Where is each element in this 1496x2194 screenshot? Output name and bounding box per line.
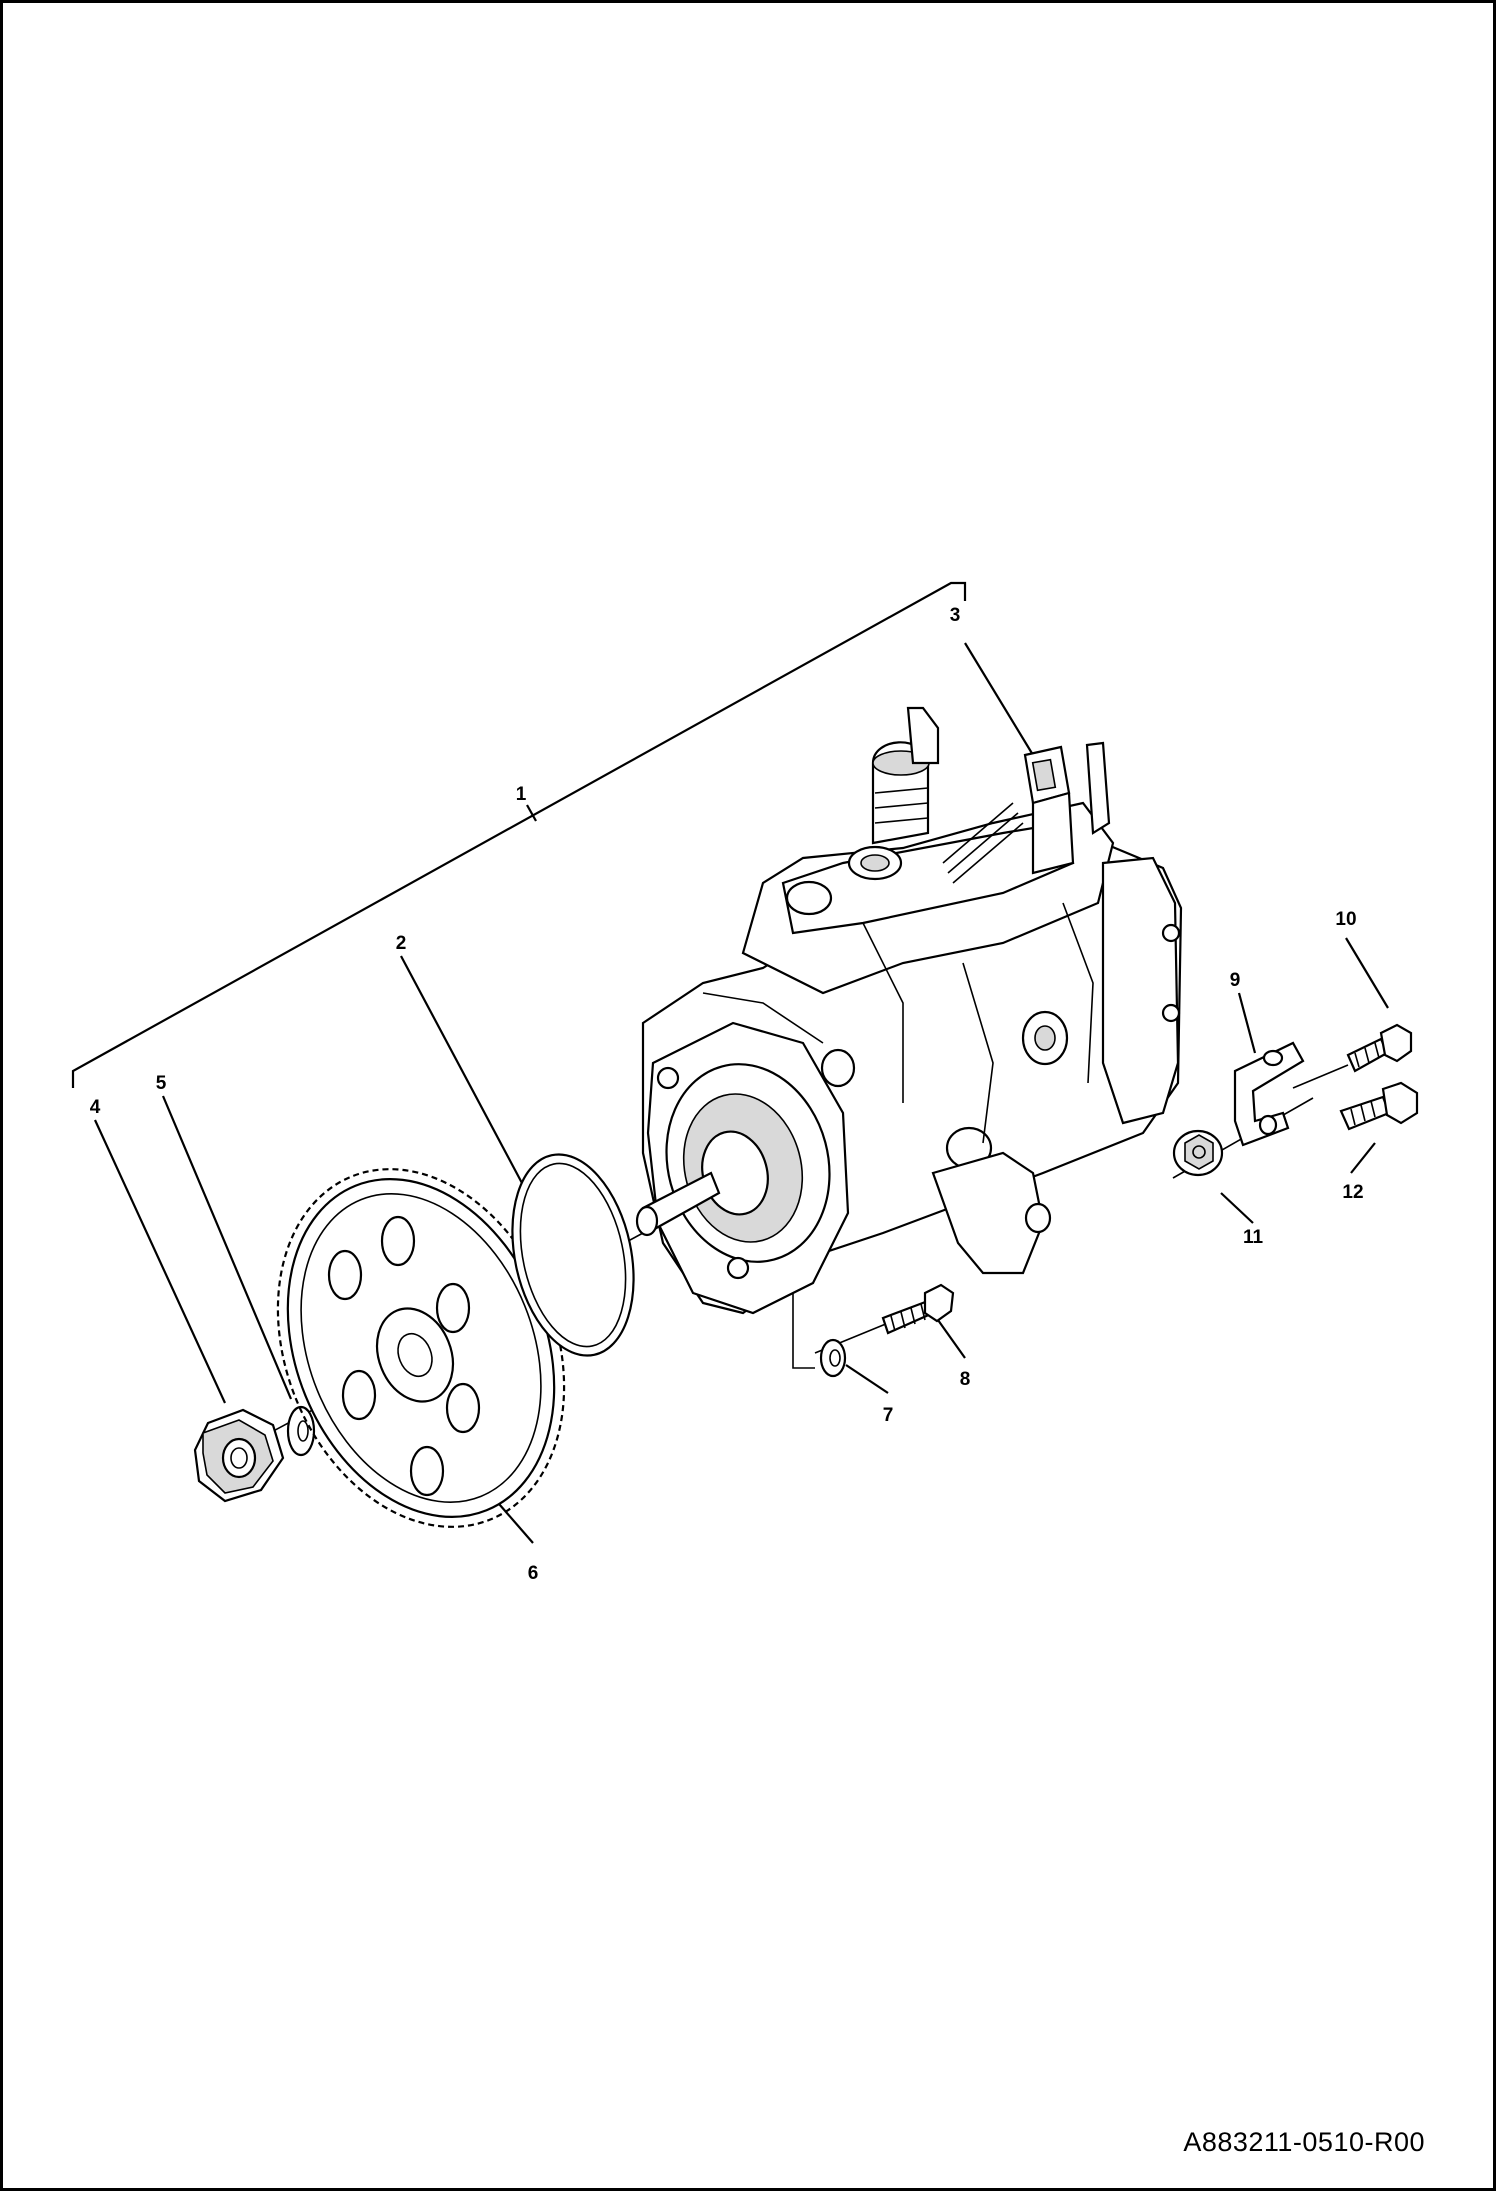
leader-lines [71,581,1389,1544]
callout-2: 2 [396,933,407,954]
callout-4: 4 [90,1097,101,1118]
callout-1: 1 [516,784,527,805]
callout-7: 7 [883,1405,894,1426]
callout-6: 6 [528,1563,539,1584]
callout-8: 8 [960,1369,971,1390]
callout-labels: 1 2 3 4 5 6 7 8 9 10 11 12 [90,605,1364,1584]
small-washer-part [819,1338,847,1378]
callout-11: 11 [1243,1227,1264,1248]
callout-12: 12 [1342,1182,1363,1203]
callout-3: 3 [950,605,961,626]
drawing-number: A883211-0510-R00 [1183,2127,1425,2157]
exploded-parts-diagram: 1 2 3 4 5 6 7 8 9 10 11 12 [71,581,1419,1584]
hex-nut-part [193,1408,285,1503]
callout-9: 9 [1230,970,1241,991]
bolt-part-12 [1339,1081,1419,1131]
o-ring-part [511,1153,635,1357]
callout-5: 5 [156,1073,167,1094]
bolt-part-8 [881,1283,955,1335]
callout-10: 10 [1335,909,1356,930]
drive-gear-part [276,1168,566,1528]
washer-part [286,1405,316,1457]
flange-nut-part [1172,1129,1224,1177]
bracket-part [1233,1041,1305,1147]
injection-pump-assembly [635,706,1183,1315]
bolt-part-10 [1346,1023,1413,1073]
